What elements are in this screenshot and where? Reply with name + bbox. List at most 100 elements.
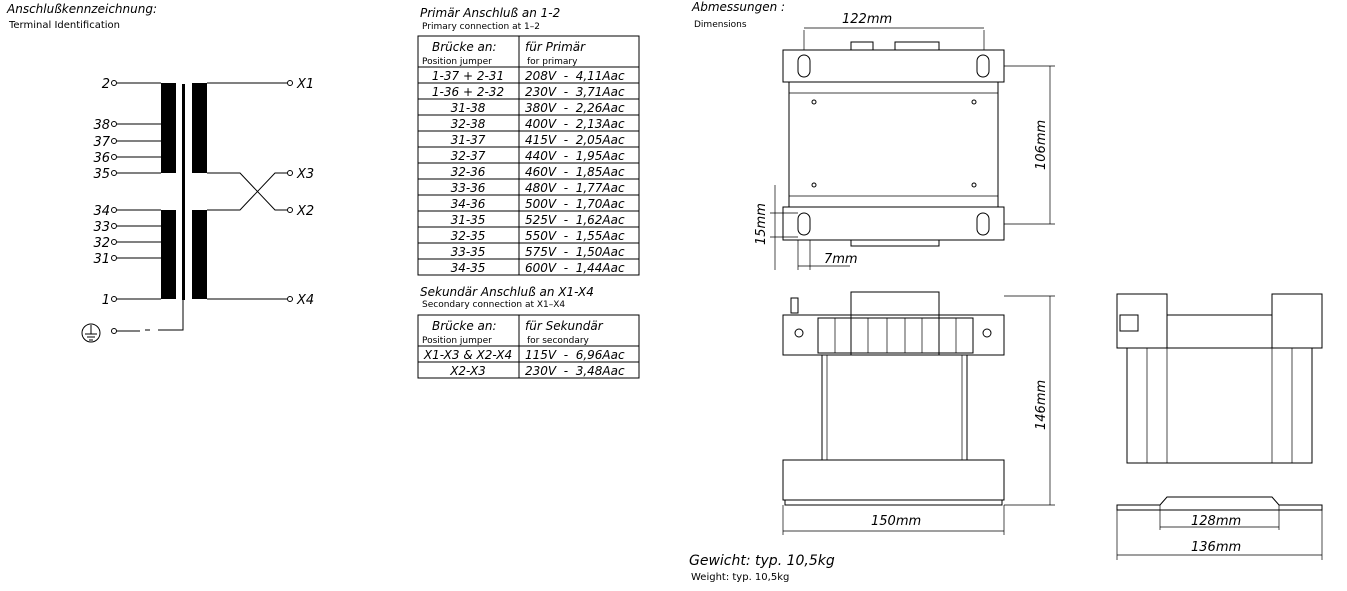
ground-icon xyxy=(81,323,101,343)
secondary-coil-lower xyxy=(192,210,207,299)
col-subheader: Position jumper xyxy=(422,336,492,346)
dimensions-subtitle: Dimensions xyxy=(694,20,747,30)
weight-title: Gewicht: typ. 10,5kg xyxy=(689,553,835,569)
jumper-cell: X1-X3 & X2-X4 xyxy=(423,348,512,362)
dimensions-title: Abmessungen : xyxy=(691,0,785,14)
terminal-circle xyxy=(287,207,293,213)
secondary-crossover xyxy=(207,172,287,211)
primary-terminal-label: 38 xyxy=(93,118,110,133)
primary-table: Brücke an: Position jumper für Primär fo… xyxy=(417,35,640,276)
primary-table-subtitle: Primary connection at 1–2 xyxy=(422,22,540,32)
table-row: X2-X3 230V - 3,48Aac xyxy=(449,364,625,378)
terminal-circle xyxy=(287,170,293,176)
primary-terminal-label: 37 xyxy=(93,135,110,150)
rating-cell: 115V - 6,96Aac xyxy=(525,348,625,362)
rating-cell: 230V - 3,48Aac xyxy=(525,364,625,378)
dim-top-width: 122mm xyxy=(842,12,892,27)
primary-terminal-label: 36 xyxy=(93,151,110,166)
dim-slot-width: 15mm xyxy=(754,203,769,245)
col-subheader: for secondary xyxy=(527,336,590,346)
jumper-cell: X2-X3 xyxy=(449,364,486,378)
terminal-title: Anschlußkennzeichnung: xyxy=(6,2,157,16)
jumper-cell: 32-37 xyxy=(451,149,486,163)
jumper-cell: 32-38 xyxy=(451,117,486,131)
jumper-cell: 34-36 xyxy=(451,197,486,211)
table-row: 32-35 550V - 1,55Aac xyxy=(451,229,625,243)
dim-top-depth: 106mm xyxy=(1034,120,1049,170)
jumper-cell: 34-35 xyxy=(451,261,486,275)
secondary-table-title: Sekundär Anschluß an X1-X4 xyxy=(420,285,594,299)
side-view-drawing: 128mm 136mm xyxy=(1116,293,1323,560)
table-row: 32-38 400V - 2,13Aac xyxy=(451,117,625,131)
primary-terminal-label: 32 xyxy=(93,236,110,251)
top-view-drawing: 122mm 106mm 15mm 7mm xyxy=(754,12,1055,270)
rating-cell: 550V - 1,55Aac xyxy=(525,229,625,243)
jumper-cell: 31-38 xyxy=(451,101,486,115)
table-row: 34-36 500V - 1,70Aac xyxy=(451,197,625,211)
rating-cell: 500V - 1,70Aac xyxy=(525,197,625,211)
table-row: X1-X3 & X2-X4 115V - 6,96Aac xyxy=(423,348,625,362)
jumper-cell: 32-35 xyxy=(451,229,486,243)
rating-cell: 380V - 2,26Aac xyxy=(525,101,625,115)
rating-cell: 440V - 1,95Aac xyxy=(525,149,625,163)
terminal-circle xyxy=(111,296,117,302)
rating-cell: 400V - 2,13Aac xyxy=(525,117,625,131)
jumper-cell: 1-37 + 2-31 xyxy=(432,69,504,83)
primary-terminal-label: 33 xyxy=(93,220,110,235)
weight-subtitle: Weight: typ. 10,5kg xyxy=(691,572,789,583)
col-header: für Sekundär xyxy=(525,319,604,333)
secondary-terminal-label: X2 xyxy=(296,204,314,219)
ground-terminal xyxy=(111,328,117,334)
terminal-circle xyxy=(111,138,117,144)
col-subheader: Position jumper xyxy=(422,57,492,67)
primary-terminal-label: 31 xyxy=(93,252,110,267)
terminal-circle xyxy=(111,223,117,229)
front-view-drawing: 150mm 146mm xyxy=(782,291,1055,535)
rating-cell: 208V - 4,11Aac xyxy=(525,69,625,83)
terminal-circle xyxy=(111,255,117,261)
rating-cell: 415V - 2,05Aac xyxy=(525,133,625,147)
ground-line xyxy=(145,300,184,331)
table-row: 32-37 440V - 1,95Aac xyxy=(451,149,625,163)
jumper-cell: 32-36 xyxy=(451,165,486,179)
secondary-leads xyxy=(207,82,287,300)
dim-side-outer: 136mm xyxy=(1191,540,1241,555)
terminal-circle xyxy=(111,121,117,127)
col-header: Brücke an: xyxy=(432,40,497,54)
jumper-cell: 31-35 xyxy=(451,213,486,227)
primary-coil-upper xyxy=(161,83,176,173)
terminal-circle xyxy=(111,239,117,245)
primary-table-title: Primär Anschluß an 1-2 xyxy=(420,6,560,20)
primary-terminal-label: 1 xyxy=(102,293,110,308)
primary-terminal-label: 34 xyxy=(93,204,110,219)
rating-cell: 525V - 1,62Aac xyxy=(525,213,625,227)
jumper-cell: 1-36 + 2-32 xyxy=(432,85,504,99)
secondary-terminal-label: X1 xyxy=(296,77,314,92)
terminal-circle xyxy=(287,80,293,86)
table-row: 1-37 + 2-31 208V - 4,11Aac xyxy=(432,69,625,83)
terminal-subtitle: Terminal Identification xyxy=(8,20,120,31)
dim-side-inner: 128mm xyxy=(1191,514,1241,529)
col-header: für Primär xyxy=(525,40,586,54)
core xyxy=(182,84,185,300)
secondary-terminal-label: X4 xyxy=(296,293,314,308)
rating-cell: 575V - 1,50Aac xyxy=(525,245,625,259)
dim-front-width: 150mm xyxy=(871,514,921,529)
terminal-circle xyxy=(111,170,117,176)
terminal-circle xyxy=(111,154,117,160)
secondary-coil-upper xyxy=(192,83,207,173)
ground-symbol xyxy=(85,325,97,341)
dim-slot-offset: 7mm xyxy=(824,252,858,267)
primary-terminal-label: 35 xyxy=(93,167,110,182)
secondary-terminal-label: X3 xyxy=(296,167,314,182)
secondary-table-subtitle: Secondary connection at X1–X4 xyxy=(422,300,565,310)
terminal-circle xyxy=(111,80,117,86)
